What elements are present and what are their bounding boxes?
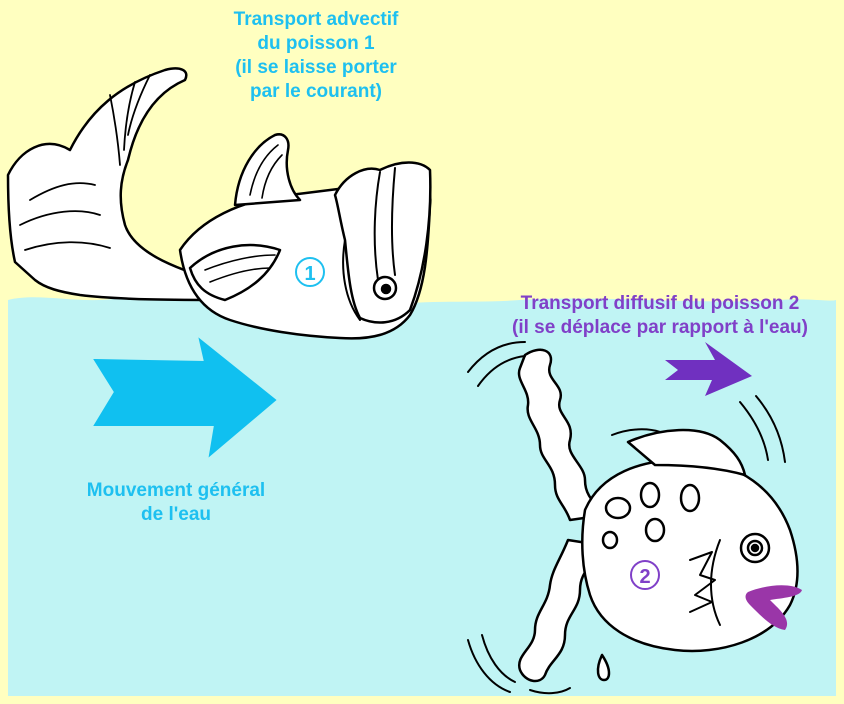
diffusive-line-2: (il se déplace par rapport à l'eau) bbox=[480, 316, 840, 340]
fish-1-marker: 1 bbox=[304, 263, 315, 285]
water-line-2: de l'eau bbox=[56, 503, 296, 527]
advective-label: Transport advectif du poisson 1 (il se l… bbox=[196, 8, 436, 104]
diffusive-line-1: Transport diffusif du poisson 2 bbox=[480, 292, 840, 316]
advective-line-1: Transport advectif bbox=[196, 8, 436, 32]
diffusive-label: Transport diffusif du poisson 2 (il se d… bbox=[480, 292, 840, 340]
advective-line-4: par le courant) bbox=[196, 80, 436, 104]
water-line-1: Mouvement général bbox=[56, 479, 296, 503]
fish-2-marker: 2 bbox=[639, 566, 650, 588]
advective-line-2: du poisson 1 bbox=[196, 32, 436, 56]
advective-line-3: (il se laisse porter bbox=[196, 56, 436, 80]
water-movement-label: Mouvement général de l'eau bbox=[56, 479, 296, 527]
